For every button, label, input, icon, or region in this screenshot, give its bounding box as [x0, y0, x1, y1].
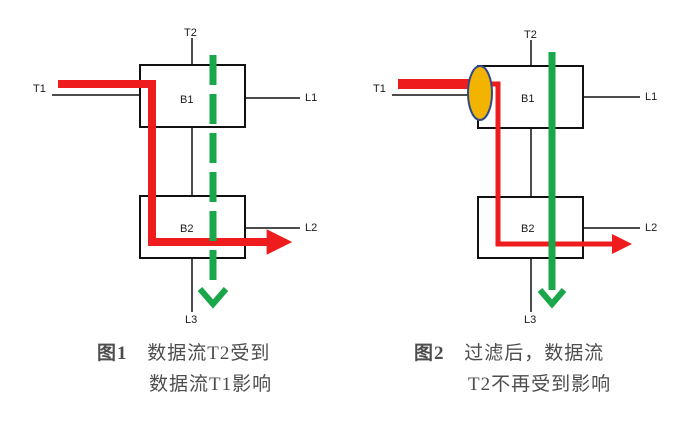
label-b1: B1 — [180, 94, 193, 106]
figure-1-caption-text2: 数据流T1影响 — [149, 374, 273, 395]
label-b2: B2 — [180, 223, 193, 235]
figure-1-caption-text1: 数据流T2受到 — [147, 343, 271, 364]
label-b1: B1 — [521, 93, 534, 105]
figure-1: T2 T1 L1 L2 L3 B1 B2 — [33, 27, 317, 326]
figure-2-caption-line2: T2不再受到影响 — [468, 369, 611, 396]
label-l2: L2 — [645, 222, 657, 234]
figure-1-caption-line1: 图1 数据流T2受到 — [97, 338, 270, 365]
flow-t2-arrowhead — [197, 287, 229, 309]
label-l1: L1 — [645, 91, 657, 103]
flow-t1-arrow — [58, 80, 293, 255]
label-l1: L1 — [305, 92, 317, 104]
filter-node — [467, 65, 493, 121]
figure-2-caption-line1: 图2 过滤后，数据流 — [414, 338, 604, 365]
figure-1-caption-line2: 数据流T1影响 — [149, 369, 272, 396]
label-l3: L3 — [524, 314, 536, 326]
box-b2 — [139, 195, 246, 259]
label-t1: T1 — [33, 83, 46, 95]
label-t2: T2 — [184, 27, 197, 39]
figure-1-number: 图1 — [97, 343, 128, 364]
label-b2: B2 — [521, 223, 534, 235]
figure-2-number: 图2 — [414, 343, 445, 364]
figure-2-caption-text2: T2不再受到影响 — [468, 374, 612, 395]
label-t1: T1 — [373, 83, 386, 95]
box-b1 — [139, 64, 246, 128]
label-l2: L2 — [305, 222, 317, 234]
box-b2 — [477, 196, 584, 259]
figure-2: T2 T1 L1 L2 L3 B1 B2 — [373, 29, 657, 326]
figure-2-caption-text1: 过滤后，数据流 — [464, 343, 605, 364]
label-l3: L3 — [185, 314, 197, 326]
label-t2: T2 — [524, 29, 537, 41]
flow-t2-arrowhead — [537, 288, 567, 309]
